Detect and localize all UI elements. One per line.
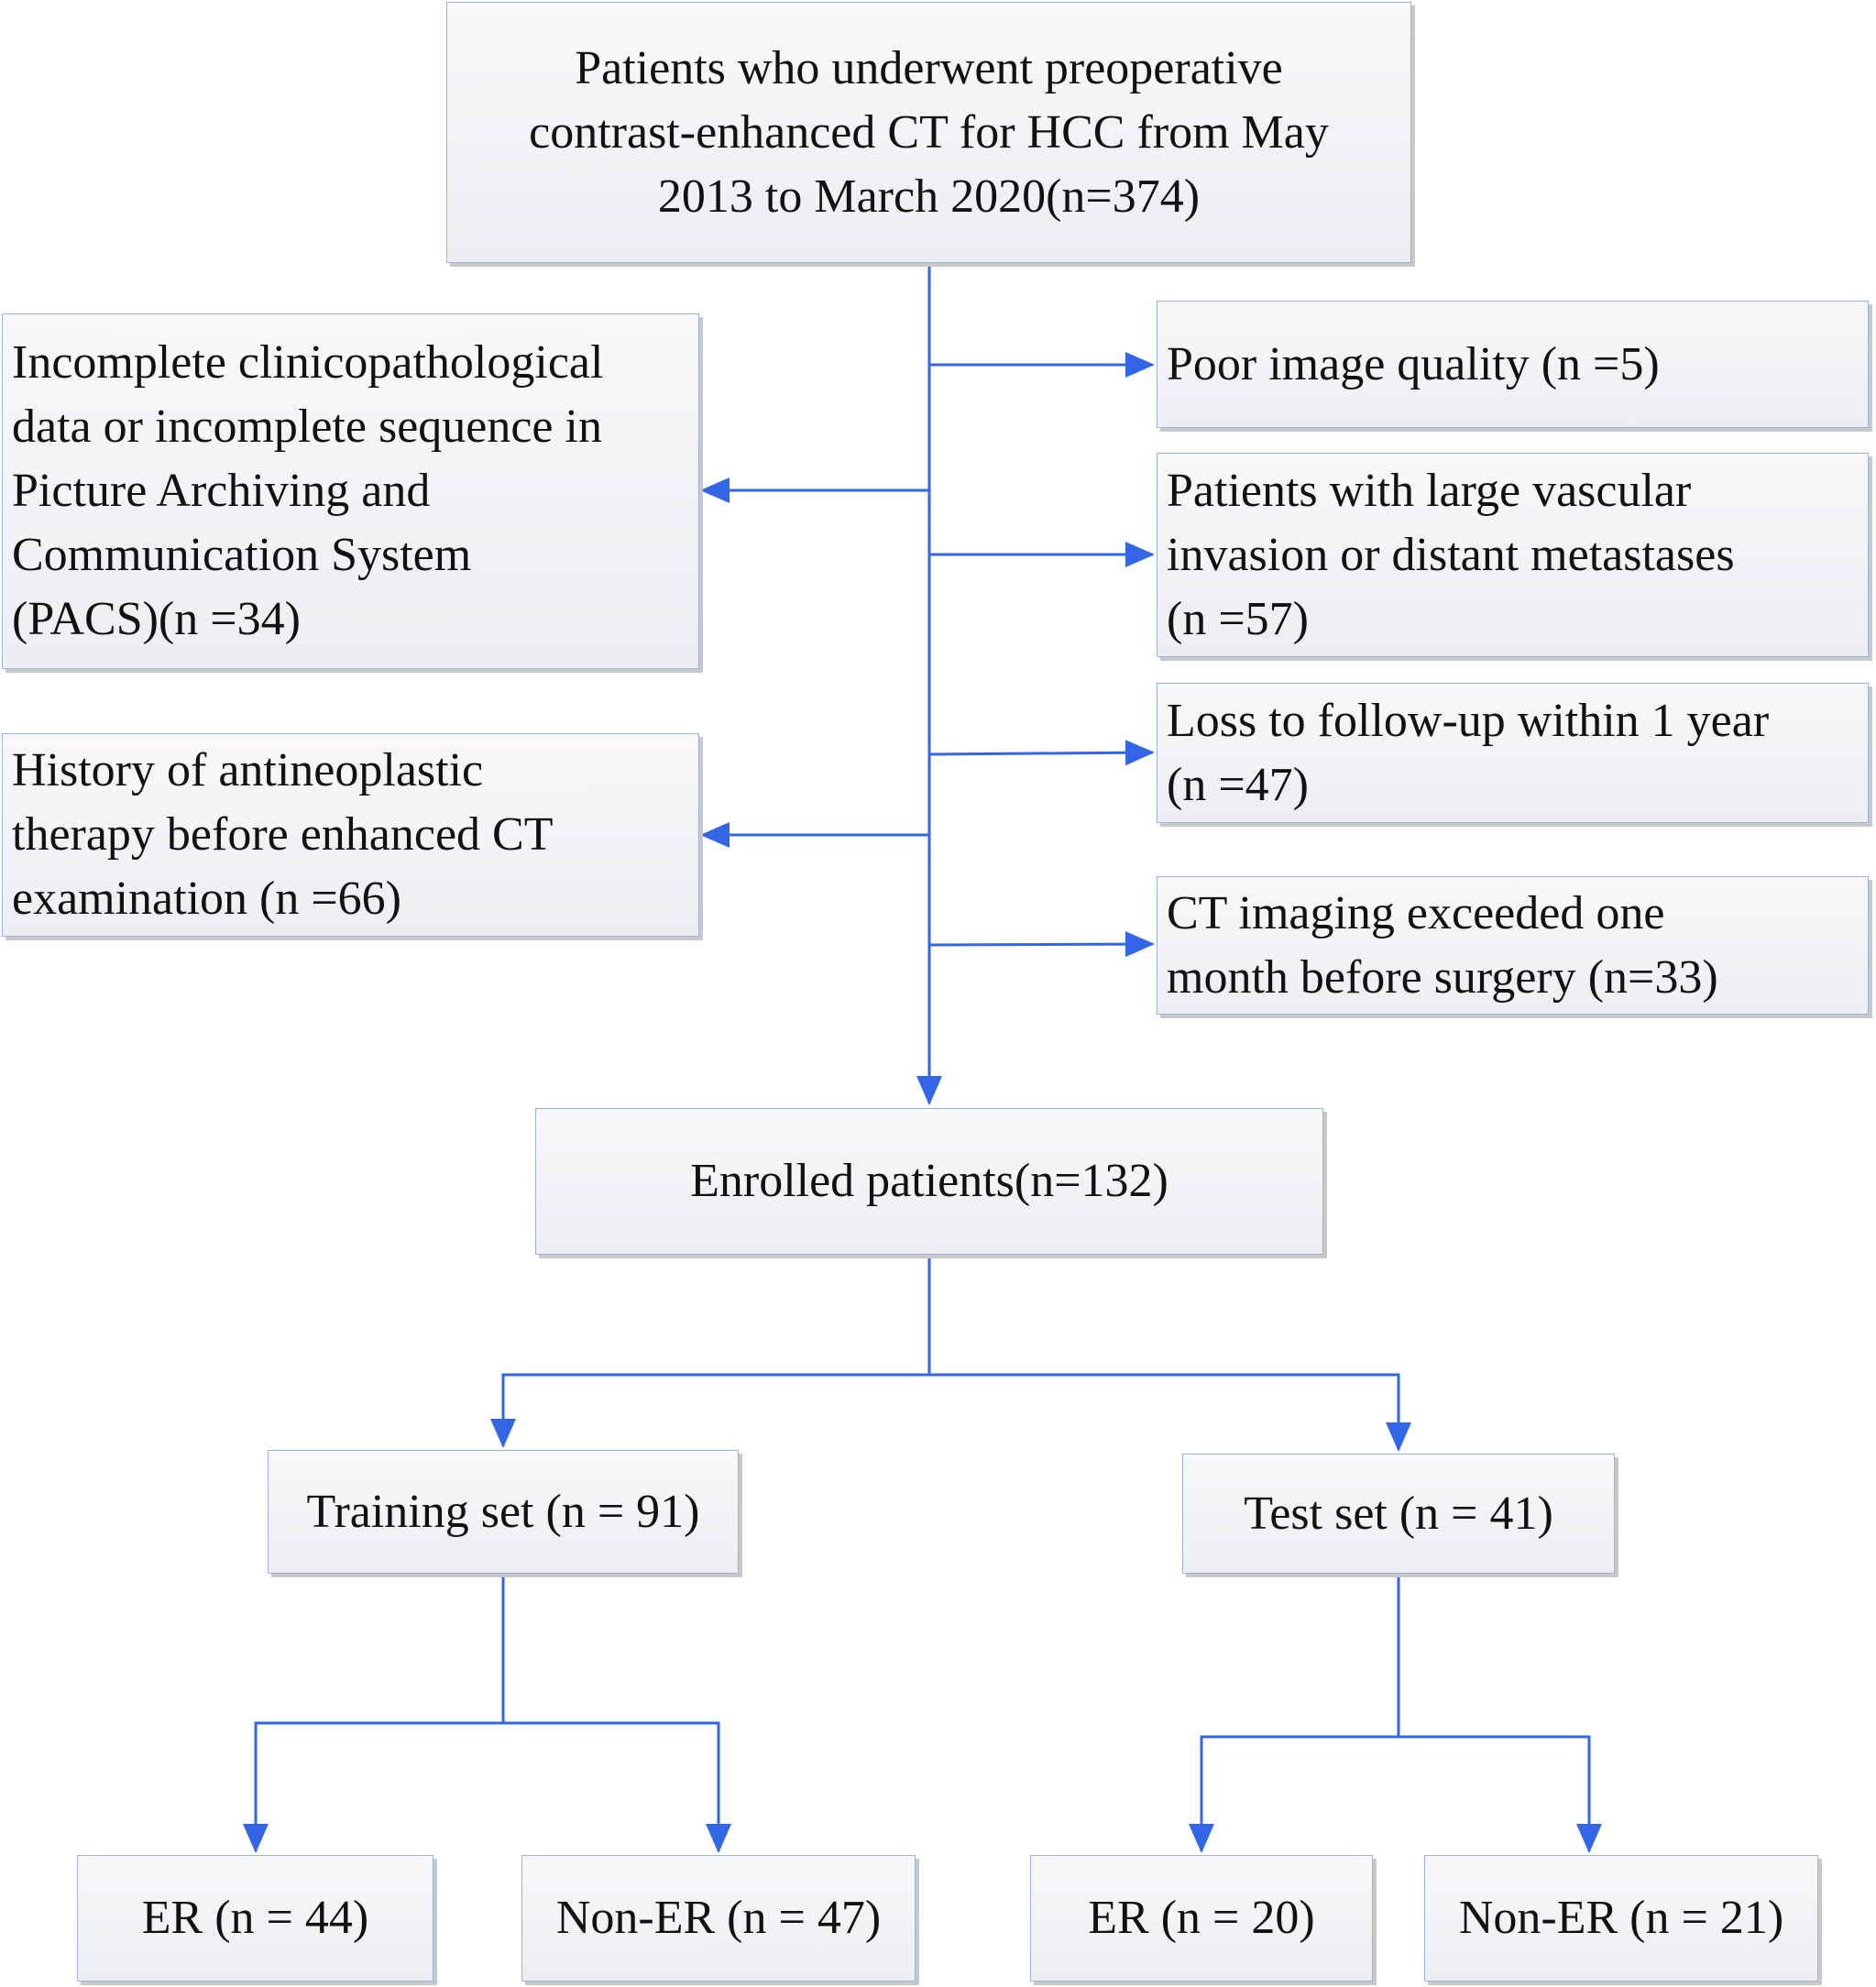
enrolled-patients-text: Enrolled patients(n=132) [690,1155,1168,1207]
initial-patients-text: Patients who underwent preoperative cont… [529,41,1329,223]
split-test [1189,1574,1400,1853]
exclusion-poor-image-text: Poor image quality (n =5) [1167,337,1660,390]
training-non-er-text: Non-ER (n = 47) [555,1892,882,1944]
exclusion-incomplete-data-box: Incomplete clinicopathological data or i… [2,313,699,669]
test-non-er-text: Non-ER (n = 21) [1458,1892,1784,1944]
exclusion-loss-follow-up-box: Loss to follow-up within 1 year (n =47) [1157,683,1869,823]
split-test-nonER [1399,1735,1602,1853]
branch-loss-follow-up [928,740,1155,766]
exclusion-ct-exceeded-box: CT imaging exceeded one month before sur… [1157,876,1869,1015]
exclusion-antineoplastic-box: History of antineoplastic therapy before… [2,733,699,937]
test-set-box: Test set (n = 41) [1182,1454,1615,1574]
test-er-text: ER (n = 20) [1088,1892,1315,1944]
split-training-nonER [503,1721,731,1853]
exclusion-poor-image-box: Poor image quality (n =5) [1157,301,1869,428]
test-non-er-box: Non-ER (n = 21) [1424,1855,1818,1982]
test-set-text: Test set (n = 41) [1244,1487,1553,1540]
training-er-box: ER (n = 44) [77,1855,433,1982]
training-er-text: ER (n = 44) [141,1892,369,1944]
exclusion-vascular-invasion-box: Patients with large vascular invasion or… [1157,453,1869,657]
exclusion-antineoplastic-text: History of antineoplastic therapy before… [12,744,554,925]
exclusion-vascular-invasion-text: Patients with large vascular invasion or… [1167,464,1735,645]
exclusion-loss-follow-up-text: Loss to follow-up within 1 year (n =47) [1167,694,1770,811]
branch-ct-exceeded [928,931,1155,958]
training-set-text: Training set (n = 91) [306,1485,700,1538]
split-enrolled-test [929,1373,1411,1452]
training-non-er-box: Non-ER (n = 47) [521,1855,916,1982]
initial-patients-box: Patients who underwent preoperative cont… [446,2,1411,263]
training-set-box: Training set (n = 91) [268,1450,739,1574]
split-enrolled [490,1255,931,1448]
enrolled-patients-box: Enrolled patients(n=132) [535,1108,1323,1255]
exclusion-ct-exceeded-text: CT imaging exceeded one month before sur… [1167,886,1718,1004]
test-er-box: ER (n = 20) [1030,1855,1373,1982]
split-training [243,1574,505,1853]
exclusion-incomplete-data-text: Incomplete clinicopathological data or i… [12,336,604,645]
